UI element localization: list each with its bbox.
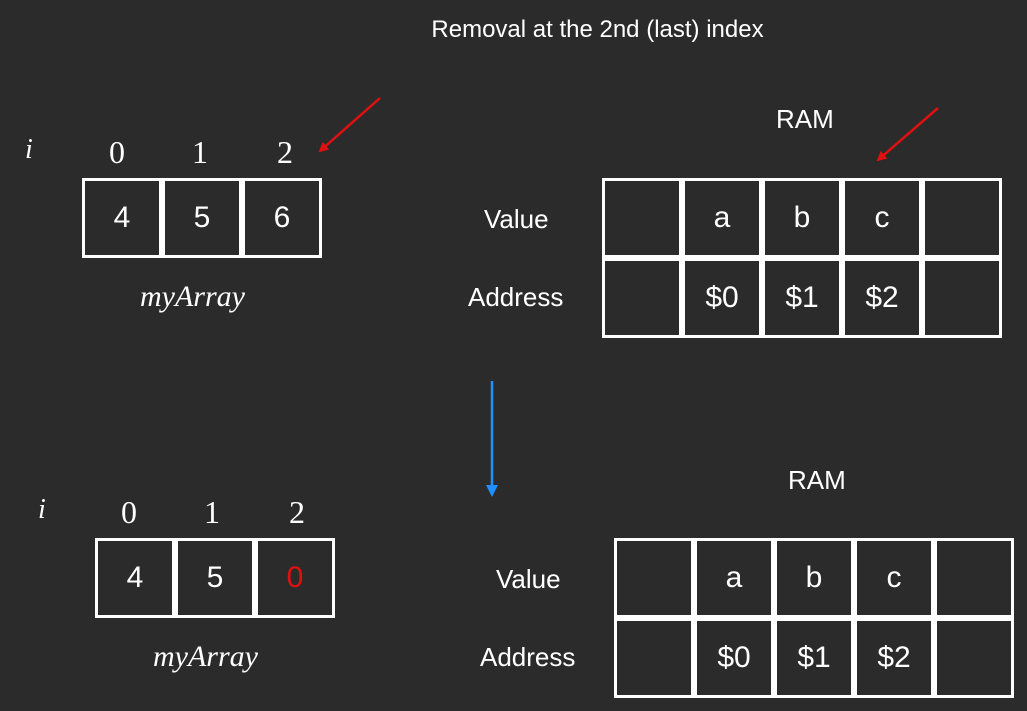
ram-address-label-before: Address — [468, 282, 564, 312]
index-2-after: 2 — [289, 494, 305, 530]
ram-value-cell-1-before: a — [682, 178, 762, 258]
index-label-after: i — [38, 494, 46, 525]
ram-value-cell-0-before — [602, 178, 682, 258]
ram-address-cell-3-before: $2 — [842, 258, 922, 338]
index-label-before: i — [25, 134, 33, 165]
ram-value-cell-2-after: b — [774, 538, 854, 618]
ram-address-cell-2-after: $1 — [774, 618, 854, 698]
array-cell-0-before: 4 — [82, 178, 162, 258]
ram-address-cell-1-before: $0 — [682, 258, 762, 338]
ram-address-cell-2-before: $1 — [762, 258, 842, 338]
ram-value-cell-4-before — [922, 178, 1002, 258]
index-2-before: 2 — [277, 134, 293, 170]
ram-value-label-after: Value — [496, 564, 561, 594]
array-cell-2-before: 6 — [242, 178, 322, 258]
ram-value-cell-1-after: a — [694, 538, 774, 618]
ram-title-before: RAM — [776, 104, 834, 134]
pointer-arrow-ram-before — [876, 107, 939, 162]
ram-address-cell-1-after: $0 — [694, 618, 774, 698]
index-1-before: 1 — [192, 134, 208, 170]
ram-address-cell-4-after — [934, 618, 1014, 698]
index-0-before: 0 — [109, 134, 125, 170]
pointer-arrow-array-before — [318, 97, 381, 153]
array-cell-0-after: 4 — [95, 538, 175, 618]
ram-address-label-after: Address — [480, 642, 576, 672]
ram-value-cell-2-before: b — [762, 178, 842, 258]
array-name-after: myArray — [153, 640, 258, 673]
array-cell-1-before: 5 — [162, 178, 242, 258]
ram-address-cell-0-before — [602, 258, 682, 338]
ram-value-cell-3-after: c — [854, 538, 934, 618]
ram-title-after: RAM — [788, 465, 846, 495]
ram-address-cell-4-before — [922, 258, 1002, 338]
ram-value-cell-3-before: c — [842, 178, 922, 258]
array-name-before: myArray — [140, 280, 245, 313]
ram-address-cell-0-after — [614, 618, 694, 698]
index-1-after: 1 — [204, 494, 220, 530]
ram-address-cell-3-after: $2 — [854, 618, 934, 698]
page-title: Removal at the 2nd (last) index — [431, 16, 764, 43]
array-cell-1-after: 5 — [175, 538, 255, 618]
index-0-after: 0 — [121, 494, 137, 530]
ram-value-cell-4-after — [934, 538, 1014, 618]
ram-value-cell-0-after — [614, 538, 694, 618]
ram-value-label-before: Value — [484, 204, 549, 234]
array-cell-2-after-removed: 0 — [255, 538, 335, 618]
